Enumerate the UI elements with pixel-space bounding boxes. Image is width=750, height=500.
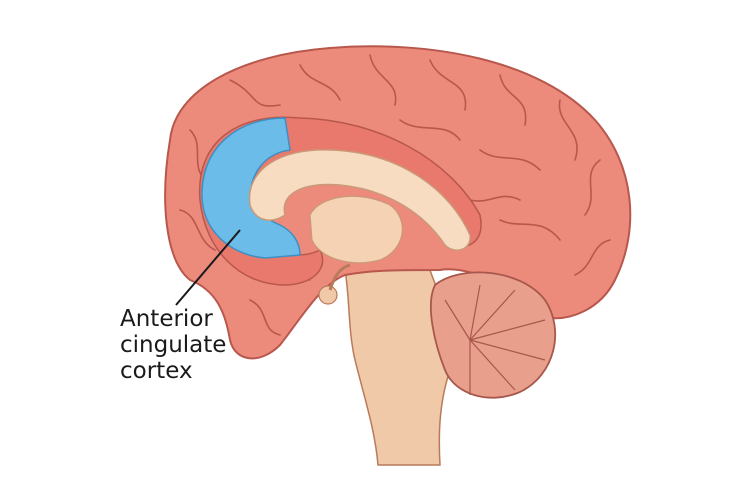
label-line-2: cingulate bbox=[120, 332, 227, 358]
cerebellum bbox=[429, 271, 557, 399]
pituitary-stalk bbox=[328, 263, 351, 291]
thalamus bbox=[309, 195, 403, 264]
anterior-cingulate-cortex-label: Anterior cingulate cortex bbox=[120, 306, 226, 384]
label-pointer-line bbox=[175, 229, 241, 306]
label-line-1: Anterior bbox=[120, 306, 213, 332]
pituitary bbox=[318, 285, 338, 305]
label-line-3: cortex bbox=[120, 358, 193, 384]
arbor-vitae bbox=[444, 284, 546, 395]
corpus-callosum bbox=[248, 149, 471, 251]
